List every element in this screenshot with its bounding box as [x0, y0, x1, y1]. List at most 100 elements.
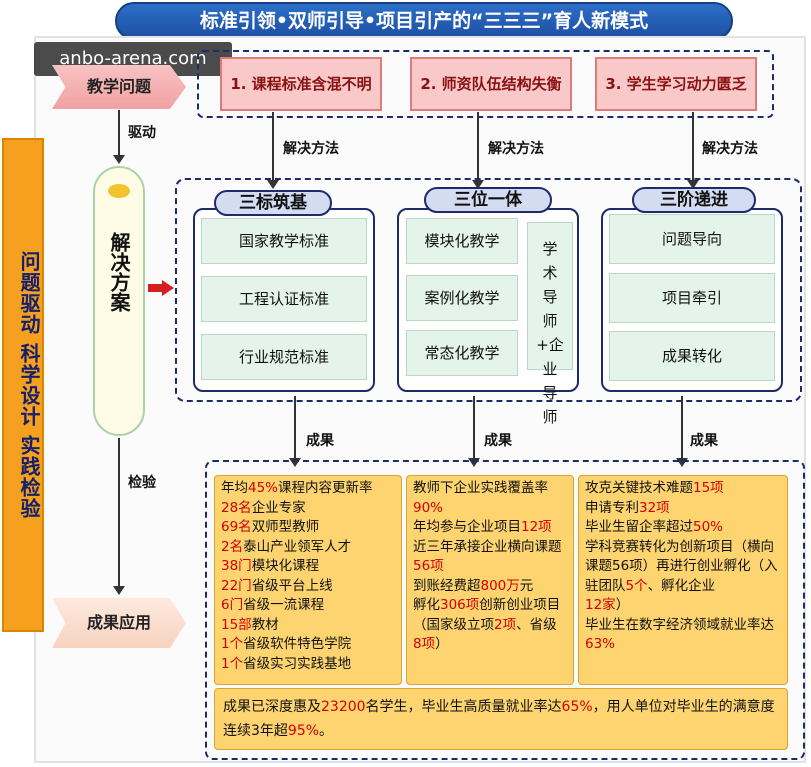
result-line: 2名泰山产业领军人才: [221, 538, 395, 558]
result-highlight: 63%: [585, 636, 616, 652]
method-arrow-2: [477, 112, 479, 182]
result-highlight: 800万: [480, 577, 520, 594]
solutions-group: [175, 178, 802, 402]
result-text: 省级一流课程: [243, 597, 325, 613]
drive-arrow-line: [118, 110, 120, 156]
result-text: 、省级: [516, 616, 557, 633]
result-text: 到账经费超: [413, 577, 481, 594]
verify-arrow-line: [118, 438, 120, 588]
result-text: 模块化课程: [251, 558, 320, 574]
result-line: 成果已深度惠及23200名学生，毕业生高质量就业率达: [223, 699, 562, 715]
method-label-2: 解决方法: [488, 141, 544, 157]
result-text: 教师下企业实践覆盖率: [413, 480, 548, 496]
teaching-item-1: 模块化教学: [406, 218, 518, 264]
result-line: 毕业生留企率超过50%: [585, 518, 781, 538]
result-label-1: 成果: [306, 433, 334, 449]
problem-1: 1. 课程标准含混不明: [220, 57, 382, 111]
result-line: 95%。: [288, 723, 333, 739]
result-text: 成果已深度惠及: [223, 699, 321, 715]
result-text: 年均参与企业项目: [413, 519, 521, 535]
method-arrow-3: [692, 112, 694, 182]
teaching-item-3: 常态化教学: [406, 330, 518, 376]
result-highlight: 45%: [248, 480, 279, 496]
result-line: 12家）: [585, 596, 781, 616]
panel-progression-title: 三阶递进: [632, 187, 756, 213]
result-highlight: 8项: [413, 636, 436, 652]
result-highlight: 38门: [221, 558, 252, 574]
result-text: 双师型教师: [251, 519, 320, 535]
stage-item-1: 问题导向: [609, 214, 775, 264]
result-text: 省级软件特色学院: [243, 636, 352, 652]
verify-label: 检验: [128, 475, 156, 491]
method-arrowhead-1: [267, 180, 279, 189]
standard-item-2: 工程认证标准: [201, 276, 367, 322]
result-application-tag: 成果应用: [52, 598, 186, 648]
result-line: 28名企业专家: [221, 499, 395, 519]
panel-standards-title: 三标筑基: [214, 190, 332, 216]
results-summary: 成果已深度惠及23200名学生，毕业生高质量就业率达65%，用人单位对毕业生的满…: [214, 688, 788, 750]
result-text: 毕业生留企率超过: [585, 519, 693, 535]
result-highlight: 56项: [413, 558, 444, 574]
result-arrow-1: [294, 396, 296, 460]
result-highlight: 32项: [639, 499, 670, 516]
results-group: [205, 460, 805, 760]
stage-item-2: 项目牵引: [609, 273, 775, 323]
result-line: 年均参与企业项目12项: [413, 518, 567, 538]
result-line: 近三年承接企业横向课题56项: [413, 538, 567, 577]
drive-label: 驱动: [128, 125, 156, 141]
result-highlight: 90%: [413, 499, 444, 516]
result-text: 年均: [221, 480, 248, 496]
standard-item-3: 行业规范标准: [201, 334, 367, 380]
result-highlight: 6门: [221, 597, 244, 613]
problem-3: 3. 学生学习动力匮乏: [595, 57, 757, 111]
result-line: 教师下企业实践覆盖率 90%: [413, 479, 567, 518]
verify-arrow-head: [113, 586, 125, 595]
result-line: 65%，用人单位对毕业生的满意度连续3年超: [223, 699, 775, 739]
result-text: 。: [319, 723, 334, 739]
result-highlight: 23200: [321, 699, 366, 715]
result-line: 1个省级实习实践基地: [221, 655, 395, 675]
method-label-3: 解决方法: [702, 141, 758, 157]
method-arrowhead-2: [472, 180, 484, 189]
result-text: 学科竞赛转化为创新项目（横向课题56项）再进行创业孵化（入驻团队: [585, 538, 778, 594]
result-line: 学科竞赛转化为创新项目（横向课题56项）再进行创业孵化（入驻团队5个、孵化企业: [585, 538, 781, 597]
result-arrow-3: [681, 396, 683, 460]
results-col-2: 教师下企业实践覆盖率 90% 年均参与企业项目12项近三年承接企业横向课题56项到账…: [406, 475, 574, 685]
result-text: 毕业生在数字经济领域就业率达: [585, 616, 774, 633]
result-highlight: 306项: [440, 597, 480, 613]
result-line: 年均45%课程内容更新率: [221, 479, 395, 499]
result-label-3: 成果: [690, 433, 718, 449]
result-line: 69名双师型教师: [221, 518, 395, 538]
result-line: 8项）: [413, 635, 567, 655]
result-line: 毕业生在数字经济领域就业率达 63%: [585, 616, 781, 655]
result-text: 名学生，毕业生高质量就业率达: [365, 699, 562, 715]
result-highlight: 22门: [221, 577, 252, 594]
result-text: 创新创业项目: [479, 597, 561, 613]
result-text: 企业专家: [251, 499, 306, 516]
stage-item-3: 成果转化: [609, 331, 775, 381]
result-highlight: 1个: [221, 636, 244, 652]
result-highlight: 28名: [221, 499, 252, 516]
page-title: 标准引领•双师引导•项目引产的“三三三”育人新模式: [115, 2, 733, 40]
result-text: 教材: [251, 616, 279, 633]
result-line: （国家级立项2项、省级: [413, 616, 567, 636]
result-line: 22门省级平台上线: [221, 577, 395, 597]
result-highlight: 50%: [693, 519, 724, 535]
solution-label: 解决方案: [107, 232, 131, 312]
result-highlight: 65%: [561, 699, 593, 715]
result-text: 申请专利: [585, 499, 639, 516]
result-highlight: 5个: [625, 577, 648, 594]
result-text: 攻克关键技术难题: [585, 480, 693, 496]
result-line: 到账经费超800万元: [413, 577, 567, 597]
method-label-1: 解决方法: [283, 141, 339, 157]
result-text: 孵化: [413, 597, 440, 613]
result-text: 省级平台上线: [251, 577, 333, 594]
result-text: ）: [615, 597, 630, 613]
problem-tag: 教学问题: [52, 65, 186, 109]
results-col-3: 攻克关键技术难题15项申请专利32项毕业生留企率超过50%学科竞赛转化为创新项目…: [578, 475, 788, 685]
method-arrow-1: [272, 112, 274, 182]
result-highlight: 15部: [221, 616, 252, 633]
side-label: 问题驱动 科学设计 实践检验: [2, 138, 44, 632]
result-line: 申请专利32项: [585, 499, 781, 519]
